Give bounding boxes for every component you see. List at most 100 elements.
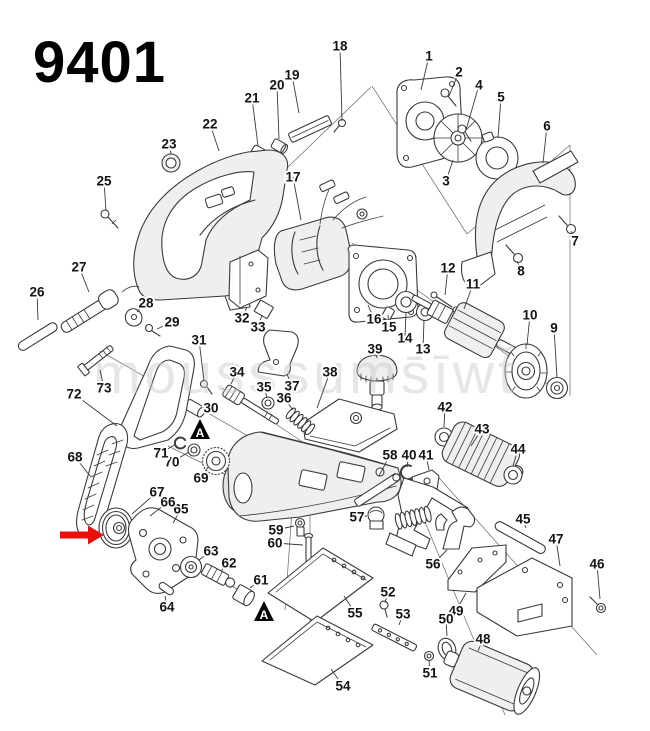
part-label-68: 68 [67,450,83,465]
part-label-46: 46 [589,557,605,572]
leader-line-59 [275,525,295,531]
leader-line-36 [283,397,294,411]
part-label-2: 2 [455,65,463,80]
leader-line-69 [200,466,209,479]
cord [17,322,58,351]
part-label-60: 60 [267,536,282,551]
part-label-45: 45 [515,512,531,527]
part-label-73: 73 [96,381,112,396]
screw-59 [294,517,306,537]
brush-holder-bar [288,115,332,143]
leader-line-53 [398,613,404,626]
part-label-36: 36 [276,391,292,406]
part-label-30: 30 [203,401,218,416]
part-label-49: 49 [448,604,463,619]
part-label-6: 6 [543,119,551,134]
leader-line-27 [78,266,90,293]
part-label-32: 32 [234,311,249,326]
leader-line-28 [136,302,147,313]
leader-line-2 [448,71,460,97]
nut-51 [423,650,435,662]
part-number-labels: 1234567891011121314151617181920212223252… [27,37,607,696]
cord-clamp [124,308,143,327]
part-label-42: 42 [437,400,452,415]
part-label-50: 50 [438,612,453,627]
leader-line-42 [443,406,446,428]
part-label-34: 34 [229,365,245,380]
leader-line-1 [420,55,430,91]
leader-line-3 [445,159,454,182]
part-label-12: 12 [440,261,455,276]
leader-line-54 [330,668,344,687]
screw-52 [379,600,389,618]
fan [433,113,483,163]
leader-line-17 [292,176,302,221]
leader-line-58 [378,454,391,477]
leader-line-72 [73,393,118,427]
part-label-4: 4 [475,78,483,93]
leader-line-35 [263,386,268,399]
part-label-29: 29 [164,315,179,330]
part-label-55: 55 [347,606,363,621]
part-label-40: 40 [401,448,416,463]
screw-7 [558,215,577,235]
part-label-65: 65 [173,502,189,517]
part-label-44: 44 [510,442,526,457]
pulley [98,507,134,549]
screw-31 [199,379,213,395]
cap-61 [232,584,255,607]
part-label-43: 43 [474,422,490,437]
part-label-13: 13 [415,342,431,357]
gear-69 [201,446,231,476]
part-label-31: 31 [191,333,207,348]
leader-line-20 [276,84,280,140]
leader-line-47 [555,538,561,567]
field-stator [273,179,384,291]
leader-line-23 [168,143,172,155]
leader-line-18 [339,45,343,122]
part-label-8: 8 [517,264,525,279]
leader-line-71 [160,443,177,454]
part-label-11: 11 [466,277,481,292]
spring-36 [285,407,316,436]
part-label-64: 64 [159,600,175,615]
part-label-48: 48 [475,632,491,647]
leader-line-52 [384,591,389,604]
part-label-35: 35 [256,380,272,395]
part-label-72: 72 [66,387,81,402]
part-label-9: 9 [550,321,558,336]
adjust-screw-34 [222,384,280,425]
part-label-7: 7 [571,234,579,249]
flange-10 [504,343,548,399]
brush-cap-20 [270,138,289,155]
leader-line-16 [367,304,375,320]
leader-line-39 [374,348,378,359]
leader-line-70 [171,451,190,463]
leader-line-10 [526,314,531,346]
part-label-21: 21 [244,91,260,106]
leader-line-57 [356,515,368,518]
leader-line-40 [406,454,410,468]
leader-line-5 [497,96,502,139]
leader-line-38 [316,371,331,409]
gear-shaft-62 [200,563,236,588]
leader-line-21 [251,97,259,147]
leader-line-12 [444,267,449,296]
leader-line-63 [198,550,212,561]
marker-letter-0: A [196,426,205,440]
roller-48 [443,640,541,715]
leader-line-22 [209,123,220,152]
watermark-text: mousssums̄īwt̆ [93,342,518,406]
leader-line-33 [257,314,263,328]
fork-56 [435,506,476,550]
part-label-27: 27 [71,260,86,275]
part-label-63: 63 [203,544,219,559]
washer-35 [261,396,275,410]
part-label-58: 58 [382,448,398,463]
screw-2 [440,88,457,107]
fan-cover [475,131,519,180]
part-label-3: 3 [442,174,450,189]
leader-line-68 [74,456,92,478]
leader-line-66 [149,501,169,517]
